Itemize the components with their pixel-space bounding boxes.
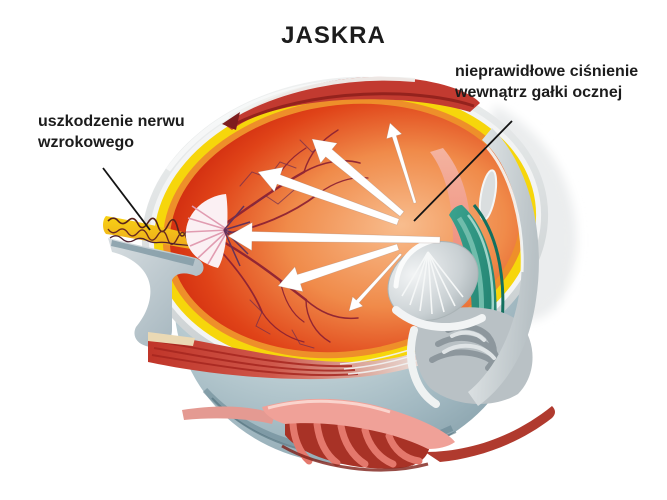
pressure-arrow <box>227 221 441 252</box>
pressure-arrow <box>348 252 403 312</box>
optic-nerve-sheath <box>108 238 204 348</box>
pointer-line-optic-nerve <box>102 167 151 231</box>
label-line: wewnątrz gałki ocznej <box>455 83 623 101</box>
superior-rectus-muscle <box>222 76 480 130</box>
label-optic-nerve-damage: uszkodzenie nerwu wzrokowego <box>38 112 185 154</box>
inferior-oblique-muscle <box>182 398 555 472</box>
optic-disc-fibers <box>185 205 229 265</box>
label-intraocular-pressure: nieprawidłowe ciśnienie wewnątrz gałki o… <box>455 62 638 104</box>
label-line: nieprawidłowe ciśnienie <box>455 63 639 80</box>
cornea <box>468 128 539 406</box>
pointer-line-pressure <box>413 120 513 222</box>
pressure-arrow <box>386 122 417 204</box>
label-line: uszkodzenie nerwu <box>38 113 185 130</box>
optic-nerve <box>103 194 253 348</box>
pressure-arrow <box>311 138 405 217</box>
lens-fibers <box>401 251 464 315</box>
pressure-arrow <box>257 166 400 226</box>
optic-nerve-fibers <box>107 217 199 248</box>
diagram-title: JASKRA <box>281 22 386 49</box>
label-line: wzrokowego <box>38 133 135 151</box>
anterior-segment <box>387 128 539 408</box>
pressure-arrow <box>277 243 400 293</box>
pressure-arrows <box>227 122 441 312</box>
optic-nerve-stalk <box>103 216 203 250</box>
